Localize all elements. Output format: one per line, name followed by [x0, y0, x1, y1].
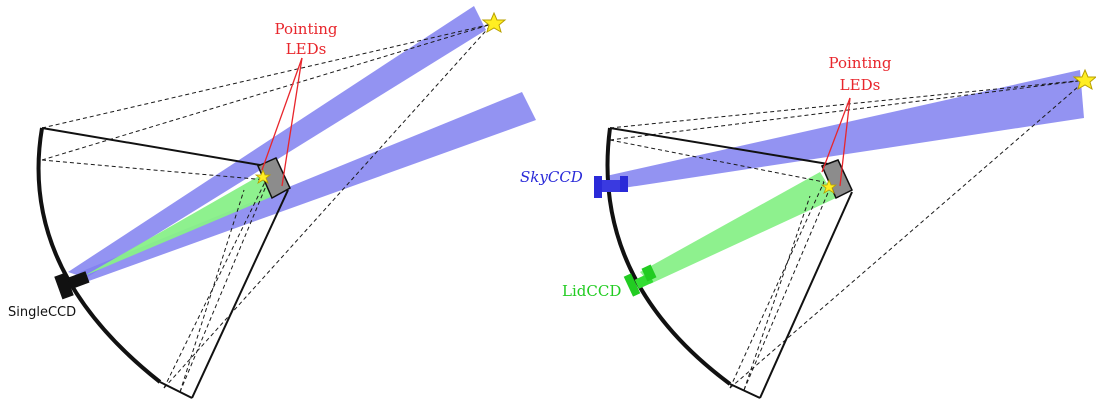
led-beam [640, 172, 836, 284]
right-frame-top [609, 127, 829, 165]
left-frame-front [191, 189, 289, 399]
sky-beam [606, 70, 1084, 190]
single-ccd-label: SingleCCD [8, 305, 76, 320]
left-frame-top [41, 127, 267, 167]
right-pointing-arrows [821, 97, 851, 187]
sky-ccd-camera-icon [594, 176, 628, 198]
star-icon [1072, 68, 1096, 91]
left-panel: Pointing LEDs SingleCCD [8, 6, 536, 399]
right-frame-side [729, 383, 761, 399]
lid-ccd-camera-icon [623, 264, 657, 297]
left-pointing-label-line1: Pointing [274, 20, 337, 38]
left-dashed-lines [41, 23, 493, 393]
lid-ccd-label: LidCCD [562, 282, 621, 300]
left-mirror [36, 127, 162, 384]
ccd-camera-icon [54, 271, 90, 300]
left-frame-side [159, 381, 193, 399]
sky-beam-upper [68, 6, 486, 278]
sky-ccd-label: SkyCCD [520, 168, 583, 186]
right-mirror [605, 127, 732, 386]
left-pointing-label-line2: LEDs [286, 40, 327, 58]
left-camera-lid [257, 157, 291, 200]
right-frame-front [759, 191, 853, 399]
right-panel: Pointing LEDs SkyCCD LidCCD [520, 54, 1096, 399]
led-beam [84, 172, 278, 276]
right-pointing-label-line2: LEDs [840, 76, 881, 94]
sky-beam-lower [80, 92, 536, 282]
right-pointing-label-line1: Pointing [828, 54, 891, 72]
led-star-icon [820, 178, 838, 194]
left-pointing-arrows [261, 57, 303, 187]
led-star-icon [254, 168, 272, 184]
star-icon [481, 11, 507, 34]
